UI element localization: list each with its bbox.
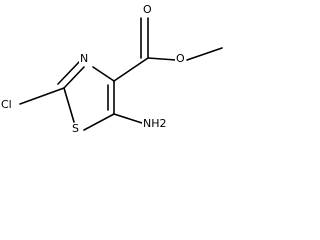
ring-nitrogen-label: N (79, 52, 90, 65)
bond-s-c5 (83, 113, 115, 131)
bond-c4-carbonyl (113, 57, 149, 82)
bond-n-c2 (63, 66, 85, 89)
bond-c2-s (63, 87, 75, 123)
bond-c2-cl (19, 87, 65, 105)
carbonyl-oxygen-label: O (142, 3, 153, 16)
bond-c5-nh2 (113, 113, 143, 124)
amino-group-label: NH2 (142, 117, 168, 130)
structure-diagram: O N O Cl S NH2 (0, 0, 224, 148)
ring-sulfur-label: S (71, 122, 80, 135)
bond-n-c2-double (57, 60, 81, 85)
ester-oxygen-label: O (175, 52, 186, 65)
bond-oester-methyl (186, 47, 223, 61)
chlorine-label: Cl (0, 98, 13, 111)
bond-layer (19, 17, 223, 131)
bond-c4-n (92, 66, 115, 82)
bond-carbonyl-oester (147, 57, 177, 61)
